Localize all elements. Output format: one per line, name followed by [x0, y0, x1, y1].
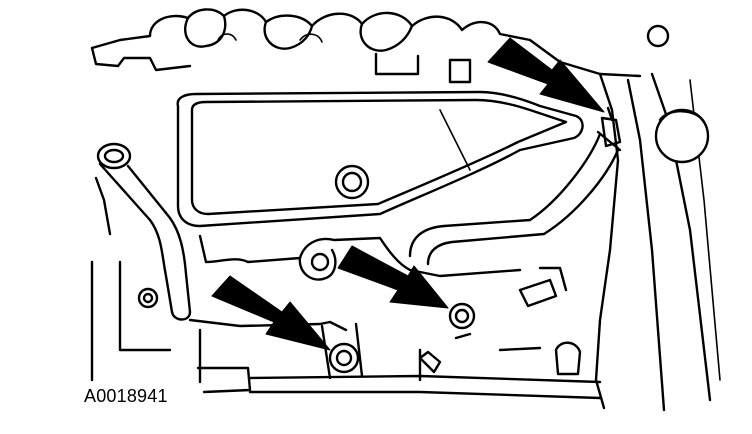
pointer-arrow-icon [337, 245, 449, 309]
pointer-arrow-icon [211, 275, 331, 351]
left-coolant-pipe [94, 142, 192, 321]
bolt-upper [448, 302, 476, 330]
callout-arrows [211, 37, 605, 351]
lower-housing [90, 234, 602, 400]
heater-tube [408, 106, 710, 266]
bolt-lower [328, 342, 360, 374]
bolts [328, 302, 476, 374]
cover-plate [176, 90, 584, 228]
figure-id-label: A0018941 [84, 386, 168, 406]
pointer-arrow-icon [487, 37, 605, 113]
cylinder-head-outline [90, 8, 670, 84]
